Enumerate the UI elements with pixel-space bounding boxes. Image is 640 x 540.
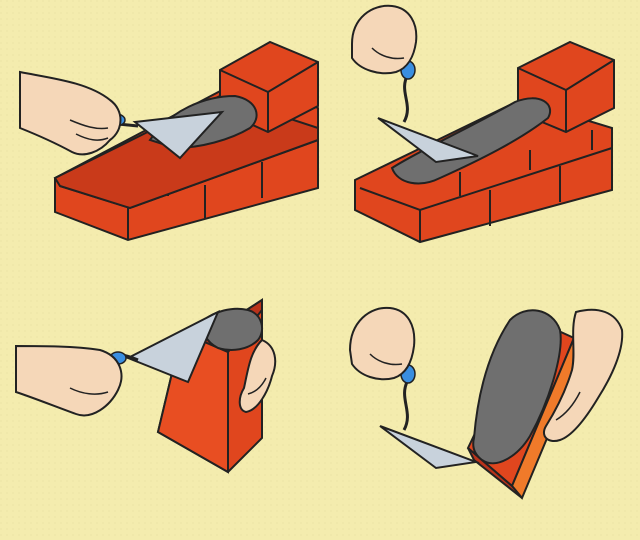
panel-spread-mortar bbox=[19, 40, 319, 242]
trowel-blade bbox=[379, 425, 480, 470]
finger-line bbox=[69, 119, 109, 130]
finger-line bbox=[69, 387, 109, 395]
hand-left bbox=[15, 344, 123, 417]
trowel-shank bbox=[402, 379, 410, 431]
trowel-blade bbox=[132, 110, 225, 160]
hand bbox=[19, 70, 122, 156]
finger-line bbox=[247, 377, 267, 395]
panel-level-mortar bbox=[351, 4, 615, 244]
finger-line bbox=[369, 353, 403, 366]
hand bbox=[351, 4, 418, 75]
mortar-on-end bbox=[201, 307, 264, 351]
mortar-on-face bbox=[472, 309, 562, 465]
trowel-blade bbox=[125, 309, 221, 384]
trowel-blade bbox=[377, 117, 479, 164]
hand-right bbox=[542, 308, 624, 442]
panel-butter-brick bbox=[15, 298, 277, 474]
finger-line bbox=[371, 47, 405, 60]
panel-mortar-face bbox=[348, 306, 624, 500]
finger-line bbox=[75, 133, 109, 141]
hand-left bbox=[348, 306, 416, 381]
mortar-bed bbox=[390, 97, 551, 185]
finger-line bbox=[555, 391, 581, 421]
